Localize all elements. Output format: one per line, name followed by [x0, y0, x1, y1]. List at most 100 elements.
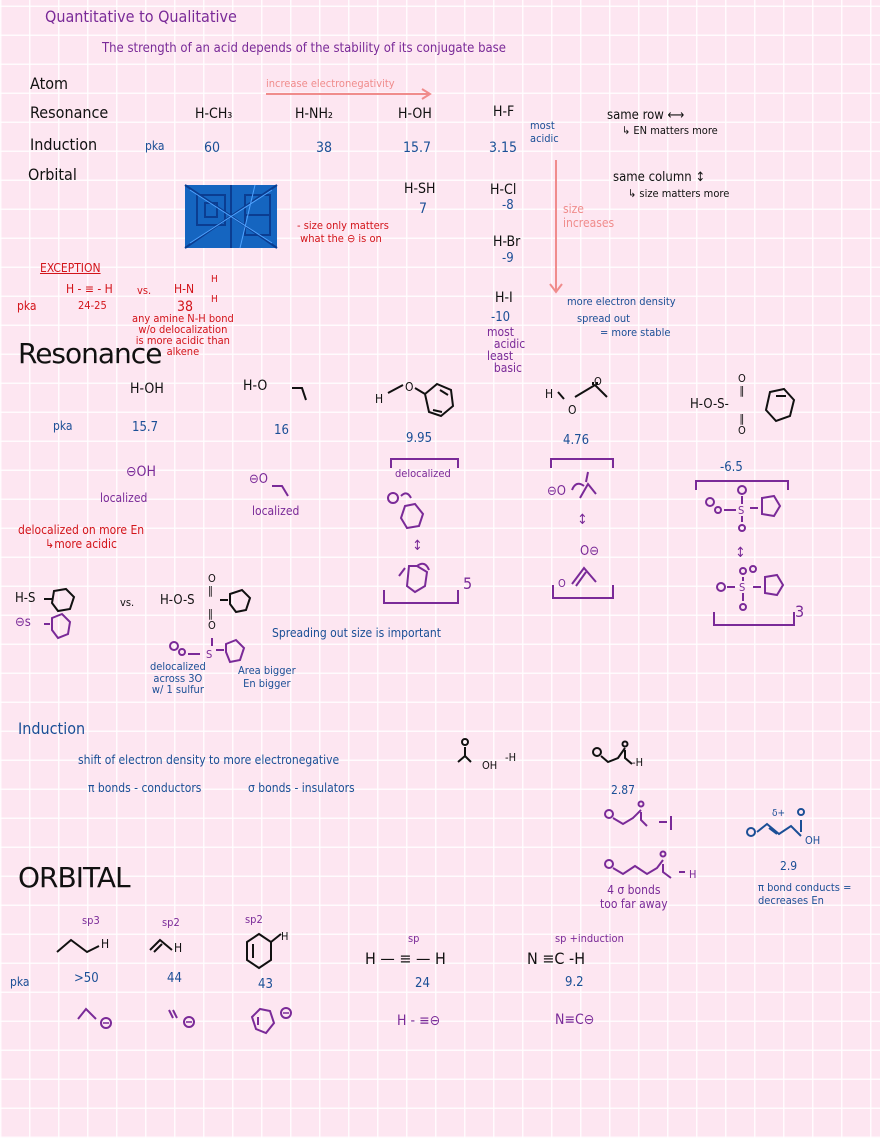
exception-pka-label: pka [17, 299, 37, 313]
bracket [552, 585, 614, 599]
pka-label: pka [53, 419, 73, 433]
sigma-bonds-note: σ bonds - insulators [248, 781, 355, 795]
blue-pattern-image [184, 184, 278, 249]
resonance-arrow-icon: ↕ [577, 512, 588, 528]
sulfonic-acid-formula: H-O-S [160, 593, 195, 608]
acetate-base-2: O⊖ [580, 544, 600, 559]
pka-value: -10 [491, 310, 511, 325]
more-stable-note: = more stable [600, 326, 671, 339]
exception-note: any amine N-H bond w/o delocalization is… [132, 312, 234, 358]
formula-h-br: H-Br [493, 234, 521, 250]
sulfonyl-o-bottom: ‖ O [738, 412, 746, 437]
pka-value: 60 [204, 140, 221, 156]
carboxylic-acid-icon [457, 738, 472, 763]
thiolate-base: ⊖s [15, 615, 31, 630]
svg-text:H: H [281, 930, 288, 943]
induction-definition: shift of electron density to more electr… [78, 753, 340, 767]
pka-value: -6.5 [720, 460, 743, 475]
formula-h-sh: H-SH [404, 181, 436, 197]
exception-amine: H-N [174, 282, 195, 296]
localized-note: localized [100, 491, 148, 505]
right-arrow-icon [266, 88, 432, 100]
formula-h-ch3: H-CH₃ [195, 106, 233, 122]
delta-plus-label: δ+ [772, 808, 786, 819]
svg-text:H: H [689, 868, 696, 881]
hybridization-label: sp [408, 932, 420, 945]
cyanide-base: N≡C⊖ [555, 1012, 595, 1028]
acetic-carbonyl-o: O [594, 375, 602, 388]
most-acidic-least-basic-note: most acidic least basic [487, 325, 526, 375]
hydrogen-cyanide-formula: N ≡C -H [527, 949, 586, 968]
factor-atom: Atom [30, 74, 69, 93]
pka-value: 9.95 [406, 431, 433, 446]
ethyl-bond-icon [292, 387, 307, 401]
factor-induction: Induction [30, 135, 98, 154]
bracket [713, 612, 795, 626]
phenyl-anion-icon [250, 1007, 292, 1035]
vs-label: vs. [120, 596, 135, 609]
resonance-structure-icon [398, 562, 430, 594]
pi-bond-conducts-note: π bond conducts = decreases En [758, 881, 852, 907]
acetate-base: ⊖O [547, 484, 567, 499]
factor-resonance: Resonance [30, 103, 109, 122]
electron-density-note: more electron density [567, 295, 676, 308]
pka-value: 4.76 [563, 433, 590, 448]
hydroxide-base: ⊖OH [126, 464, 156, 480]
ethyl-bond-icon [272, 485, 289, 497]
hybridization-label: sp +induction [555, 932, 624, 945]
pka-value: 16 [274, 423, 289, 438]
acetate-bonds-icon [571, 566, 597, 587]
pka-value: 9.2 [565, 975, 584, 990]
propane-icon: H [56, 937, 109, 954]
exception-label: EXCEPTION [40, 261, 101, 275]
exception-alkyne: H - ≡ - H [66, 282, 113, 296]
pka-value: 2.9 [780, 859, 798, 873]
benzene-ring-icon [387, 382, 455, 418]
acetic-o: O [568, 403, 577, 417]
hybridization-label: sp2 [162, 916, 180, 929]
resonance-count: 3 [795, 602, 805, 621]
pka-value: 15.7 [403, 140, 432, 156]
exception-amine-h: H [211, 274, 218, 285]
delocalization-rule: delocalized on more En ↳more acidic [18, 523, 145, 551]
delocalized-across-note: delocalized across 3O w/ 1 sulfur [150, 660, 206, 697]
area-bigger-note: Area bigger En bigger [238, 664, 296, 690]
acetic-bonds-icon [557, 382, 608, 400]
hybridization-label: sp2 [245, 913, 263, 926]
acetic-h: H [545, 387, 554, 401]
acid-oh: OH [482, 759, 498, 772]
formula-water: H-OH [130, 381, 164, 397]
exception-pka-value: 24-25 [78, 299, 107, 312]
resonance-heading: Resonance [18, 337, 162, 370]
benzene-ring-icon [220, 588, 252, 614]
pka-value: 44 [167, 971, 182, 986]
spread-out-note: spread out [577, 312, 631, 325]
benzene-ring-icon [44, 587, 76, 613]
formula-h-cl: H-Cl [490, 182, 517, 198]
sulfonate-icon: S [169, 638, 246, 664]
pka-label: pka [145, 139, 165, 153]
induction-heading: Induction [18, 719, 86, 738]
acetate-o: O [558, 577, 566, 590]
orbital-heading: ORBITAL [18, 861, 131, 894]
chlorobutanoic-acid-icon: H [604, 850, 696, 881]
benzene-ring-icon: H [246, 930, 288, 970]
exception-amine-h: H [211, 294, 218, 305]
conjugated-acid-icon: OH [746, 808, 820, 847]
pka-label: pka [10, 975, 30, 989]
same-row-label: same row ⟷ [607, 108, 685, 123]
chloroacetic-acid-icon [592, 740, 633, 765]
factor-orbital: Orbital [28, 165, 77, 184]
pka-value: -9 [502, 251, 514, 266]
far-away-note: 4 σ bonds too far away [600, 883, 668, 911]
formula-h-nh2: H-NH₂ [295, 106, 333, 122]
most-acidic-note: most acidic [530, 119, 559, 145]
bracket [550, 458, 614, 468]
page-title: Quantitative to Qualitative [45, 7, 237, 26]
spreading-note: Spreading out size is important [272, 626, 441, 640]
svg-text:H: H [174, 941, 182, 955]
subtitle: The strength of an acid depends of the s… [102, 41, 506, 56]
exception-pka-value: 38 [177, 299, 194, 315]
pka-value: 43 [258, 977, 273, 992]
chloropropanoic-acid-icon [604, 800, 672, 830]
